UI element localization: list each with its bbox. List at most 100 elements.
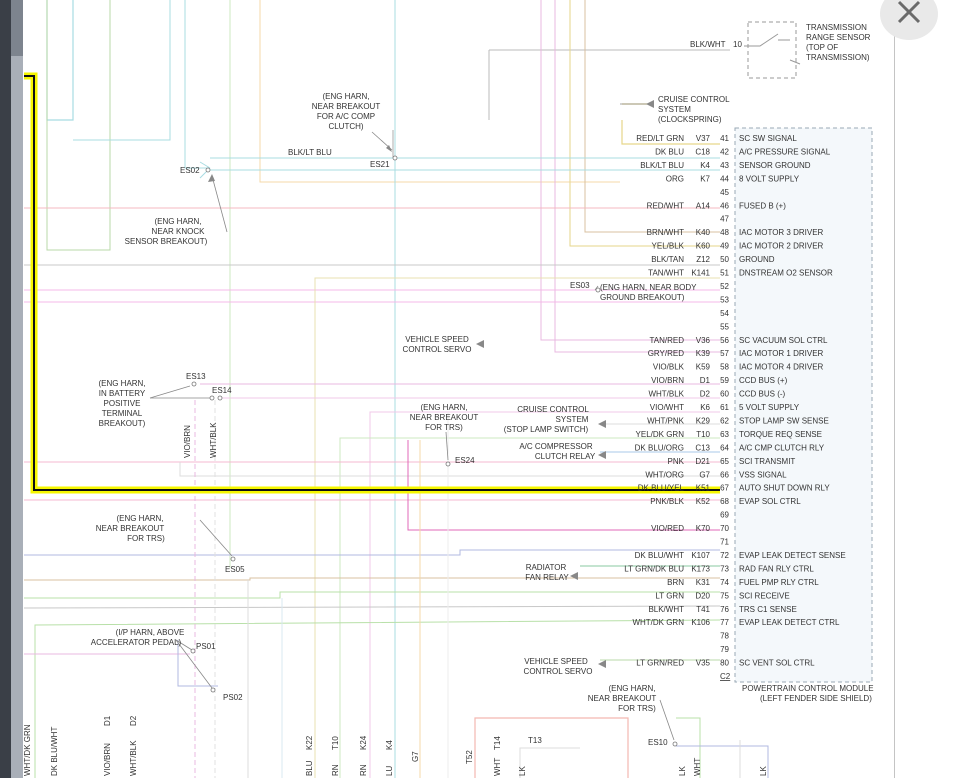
svg-text:T52: T52 bbox=[465, 750, 474, 764]
pcm-circuit: K40 bbox=[696, 228, 711, 237]
pcm-signal: SC SW SIGNAL bbox=[739, 134, 797, 143]
pcm-wire-color: BLK/WHT bbox=[648, 605, 684, 614]
pcm-pin-number: 73 bbox=[720, 564, 729, 573]
pcm-circuit: K52 bbox=[696, 497, 711, 506]
pcm-pin-number: 72 bbox=[720, 551, 729, 560]
pcm-circuit: V36 bbox=[696, 336, 711, 345]
pcm-circuit: D1 bbox=[700, 376, 711, 385]
device-rad-fan-relay: RADIATOR FAN RELAY bbox=[525, 563, 569, 582]
transmission-range-sensor: BLK/WHT 10 TRANSMISSION RANGE SENSOR (TO… bbox=[690, 21, 871, 79]
pcm-circuit: C18 bbox=[695, 147, 710, 156]
pcm-pin-number: 54 bbox=[720, 309, 729, 318]
svg-text:POSITIVE: POSITIVE bbox=[104, 399, 141, 408]
trs-label-4: TRANSMISSION) bbox=[806, 53, 870, 62]
pcm-circuit: K70 bbox=[696, 524, 711, 533]
svg-text:WHT/BLK: WHT/BLK bbox=[209, 422, 218, 458]
pcm-pin-row: 78 bbox=[720, 632, 729, 641]
pcm-wire-color: VIO/BLK bbox=[653, 363, 685, 372]
pcm-wire-color: PNK bbox=[668, 457, 685, 466]
pcm-pin-number: 50 bbox=[720, 255, 729, 264]
pcm-pin-number: 62 bbox=[720, 416, 729, 425]
pcm-circuit: V35 bbox=[696, 659, 711, 668]
pcm-wire-color: LT GRN/DK BLU bbox=[624, 564, 684, 573]
pcm-pin-number: 45 bbox=[720, 188, 729, 197]
pcm-signal: AUTO SHUT DOWN RLY bbox=[739, 484, 830, 493]
svg-text:WHT: WHT bbox=[693, 758, 702, 776]
pcm-circuit: D2 bbox=[700, 390, 711, 399]
svg-text:T14: T14 bbox=[493, 736, 502, 750]
svg-text:FOR A/C COMP: FOR A/C COMP bbox=[317, 112, 375, 121]
arrowheads bbox=[208, 100, 654, 668]
svg-text:RN: RN bbox=[359, 764, 368, 776]
viewer-scroll-thumb[interactable] bbox=[11, 0, 23, 56]
viewer-scrollbar[interactable] bbox=[11, 0, 23, 778]
pcm-pin-number: 63 bbox=[720, 430, 729, 439]
trs-wire-label: BLK/WHT bbox=[690, 40, 726, 49]
pcm-wire-color: BRN bbox=[667, 578, 684, 587]
svg-text:D1: D1 bbox=[103, 715, 112, 726]
pcm-pin-row: 79 bbox=[720, 645, 729, 654]
close-button[interactable] bbox=[880, 0, 938, 40]
pcm-signal: SENSOR GROUND bbox=[739, 161, 811, 170]
svg-text:CONTROL SERVO: CONTROL SERVO bbox=[403, 345, 472, 354]
svg-text:FOR TRS): FOR TRS) bbox=[127, 534, 165, 543]
pcm-signal: SC VACUUM SOL CTRL bbox=[739, 336, 828, 345]
svg-text:(ENG HARN,: (ENG HARN, bbox=[98, 379, 145, 388]
pcm-pin-number: 76 bbox=[720, 605, 729, 614]
svg-text:T13: T13 bbox=[528, 736, 542, 745]
pcm-signal: EVAP LEAK DETECT CTRL bbox=[739, 618, 840, 627]
svg-text:(ENG HARN,: (ENG HARN, bbox=[116, 514, 163, 523]
svg-text:LK: LK bbox=[759, 766, 768, 776]
splice-ps01: PS01 bbox=[196, 642, 216, 651]
pcm-wire-color: YEL/BLK bbox=[652, 242, 685, 251]
trs-label-2: RANGE SENSOR bbox=[806, 33, 871, 42]
svg-text:CLUTCH): CLUTCH) bbox=[328, 122, 363, 131]
svg-text:CRUISE CONTROL: CRUISE CONTROL bbox=[658, 95, 730, 104]
pcm-signal: IAC MOTOR 2 DRIVER bbox=[739, 242, 824, 251]
pcm-pin-row: 71 bbox=[720, 538, 729, 547]
device-vss-servo-2: VEHICLE SPEED CONTROL SERVO bbox=[524, 657, 593, 676]
pcm-signal: TORQUE REQ SENSE bbox=[739, 430, 822, 439]
svg-text:NEAR BREAKOUT: NEAR BREAKOUT bbox=[410, 413, 479, 422]
pcm-circuit: D20 bbox=[695, 591, 710, 600]
pcm-pin-number: 57 bbox=[720, 349, 729, 358]
pcm-wire-color: VIO/WHT bbox=[650, 403, 684, 412]
pcm-signal: SCI TRANSMIT bbox=[739, 457, 795, 466]
trs-pin: 10 bbox=[733, 40, 742, 49]
svg-text:TERMINAL: TERMINAL bbox=[102, 409, 143, 418]
splice-es13: ES13 bbox=[186, 372, 206, 381]
pcm-wire-color: BLK/TAN bbox=[651, 255, 684, 264]
svg-text:RN: RN bbox=[331, 764, 340, 776]
pcm-signal: IAC MOTOR 1 DRIVER bbox=[739, 349, 824, 358]
trs-label-3: (TOP OF bbox=[806, 43, 838, 52]
svg-text:IN BATTERY: IN BATTERY bbox=[99, 389, 146, 398]
pcm-signal: 8 VOLT SUPPLY bbox=[739, 174, 800, 183]
svg-text:WHT: WHT bbox=[493, 758, 502, 776]
pcm-wire-color: YEL/DK GRN bbox=[636, 430, 685, 439]
svg-text:(ENG HARN,: (ENG HARN, bbox=[420, 403, 467, 412]
pcm-signal: FUSED B (+) bbox=[739, 201, 786, 210]
svg-text:SENSOR BREAKOUT): SENSOR BREAKOUT) bbox=[125, 237, 208, 246]
pcm-wire-color: LT GRN/RED bbox=[636, 659, 684, 668]
pcm-circuit: Z12 bbox=[696, 255, 710, 264]
pcm-pin-row: 69 bbox=[720, 511, 729, 520]
pcm-pin-number: 55 bbox=[720, 322, 729, 331]
svg-text:CRUISE CONTROL: CRUISE CONTROL bbox=[517, 405, 589, 414]
pcm-pin-number: 56 bbox=[720, 336, 729, 345]
pcm-wire-color: PNK/BLK bbox=[650, 497, 684, 506]
pcm-circuit: K173 bbox=[691, 564, 710, 573]
